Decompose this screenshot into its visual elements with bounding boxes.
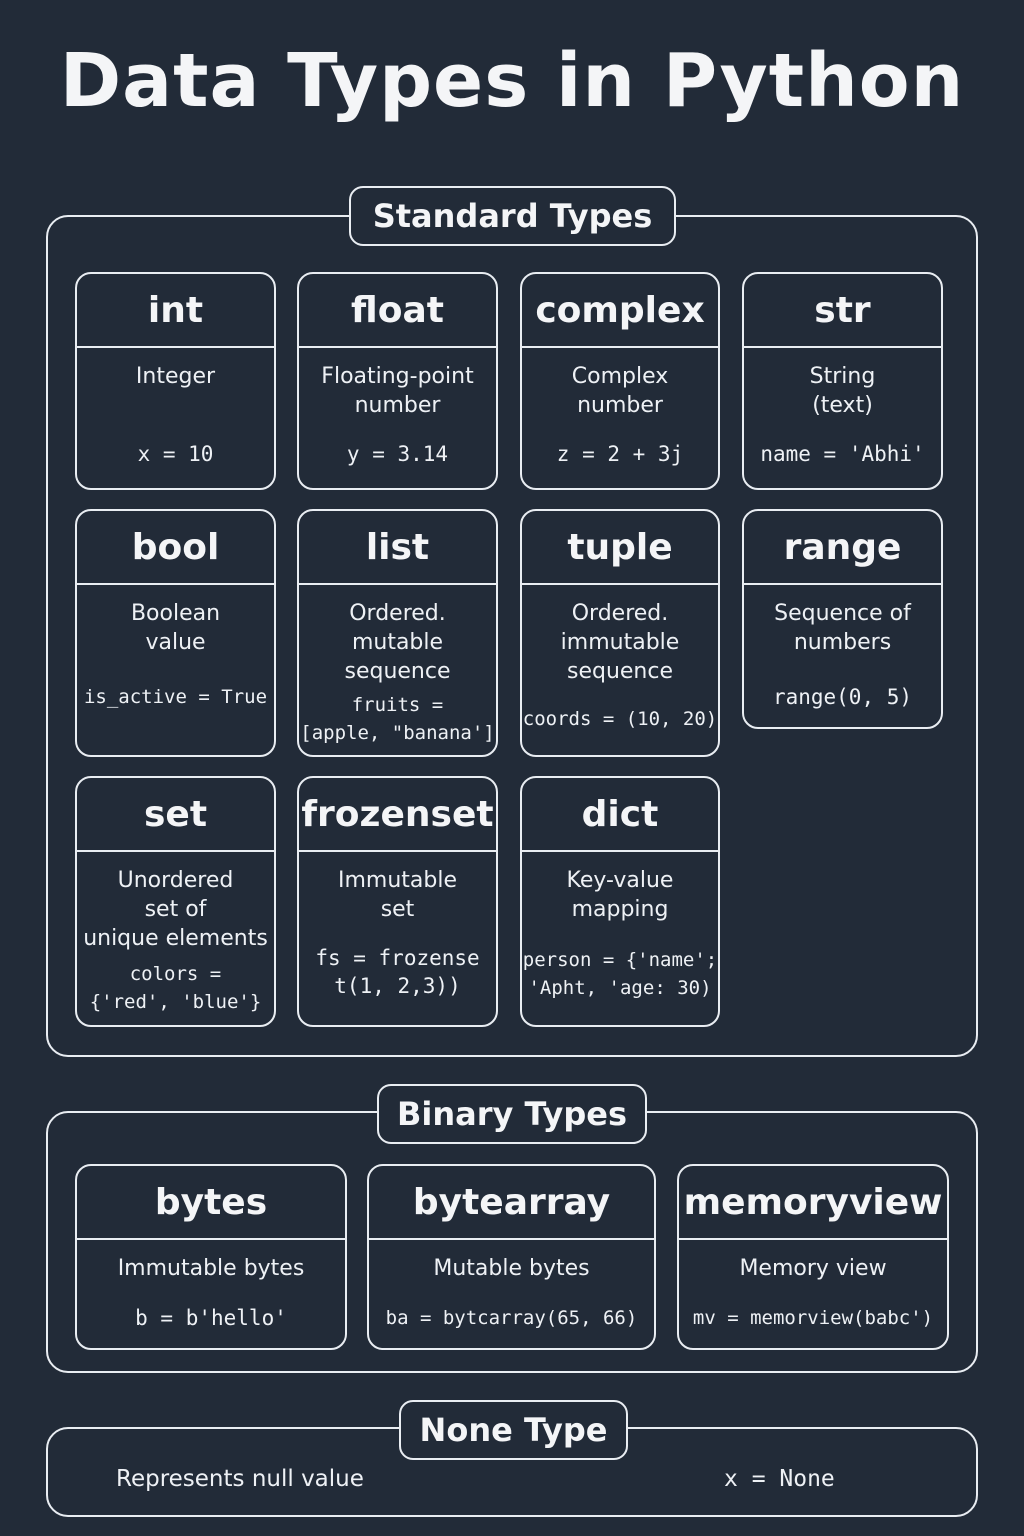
- type-name: bytes: [77, 1166, 345, 1240]
- type-description: Sequence of numbers: [774, 601, 911, 655]
- type-example: person = {'name'; 'Apht, 'age: 30): [522, 949, 718, 999]
- type-card-range: range Sequence of numbers range(0, 5): [742, 509, 943, 729]
- type-description: String (text): [809, 364, 876, 418]
- type-example: fs = frozense t(1, 2,3)): [315, 946, 480, 998]
- type-card-bool: bool Boolean value is_active = True: [75, 509, 276, 757]
- type-card-dict: dict Key-value mapping person = {'name';…: [520, 776, 720, 1027]
- type-name: bytearray: [369, 1166, 654, 1240]
- type-card-bytes: bytes Immutable bytes b = b'hello': [75, 1164, 347, 1350]
- type-card-memoryview: memoryview Memory view mv = memorview(ba…: [677, 1164, 949, 1350]
- type-description: Ordered. immutable sequence: [560, 601, 680, 684]
- type-example: y = 3.14: [346, 442, 449, 466]
- type-name: frozenset: [299, 778, 496, 852]
- type-description: Unordered set of unique elements: [83, 868, 268, 951]
- type-example: coords = (10, 20): [522, 708, 718, 730]
- standard-types-label: Standard Types: [349, 186, 676, 246]
- type-name: int: [77, 274, 274, 348]
- type-description: Floating-point number: [321, 364, 474, 418]
- type-example: z = 2 + 3j: [556, 442, 684, 466]
- type-card-complex: complex Complex number z = 2 + 3j: [520, 272, 720, 490]
- type-card-float: float Floating-point number y = 3.14: [297, 272, 498, 490]
- type-example: ba = bytcarray(65, 66): [385, 1307, 638, 1329]
- type-example: b = b'hello': [135, 1306, 287, 1330]
- type-card-bytearray: bytearray Mutable bytes ba = bytcarray(6…: [367, 1164, 656, 1350]
- type-example: mv = memorview(babc'): [692, 1307, 934, 1329]
- type-example: name = 'Abhi': [760, 442, 925, 466]
- none-type-example: x = None: [724, 1466, 835, 1492]
- page-title: Data Types in Python: [59, 38, 965, 124]
- type-description: Complex number: [571, 364, 669, 418]
- type-card-tuple: tuple Ordered. immutable sequence coords…: [520, 509, 720, 757]
- type-description: Immutable bytes: [117, 1256, 305, 1281]
- type-card-set: set Unordered set of unique elements col…: [75, 776, 276, 1027]
- type-description: Immutable set: [337, 868, 457, 922]
- type-card-int: int Integer x = 10: [75, 272, 276, 490]
- binary-types-label: Binary Types: [377, 1084, 647, 1144]
- type-card-str: str String (text) name = 'Abhi': [742, 272, 943, 490]
- type-name: dict: [522, 778, 718, 852]
- type-description: Ordered. mutable sequence: [344, 601, 451, 684]
- none-type-label: None Type: [399, 1400, 628, 1460]
- type-example: is_active = True: [83, 686, 268, 708]
- none-type-description: Represents null value: [116, 1466, 364, 1492]
- type-description: Mutable bytes: [433, 1256, 590, 1281]
- type-name: float: [299, 274, 496, 348]
- type-card-frozenset: frozenset Immutable set fs = frozense t(…: [297, 776, 498, 1027]
- type-description: Integer: [135, 364, 216, 389]
- type-card-list: list Ordered. mutable sequence fruits = …: [297, 509, 498, 757]
- type-example: colors = {'red', 'blue'}: [89, 963, 262, 1013]
- type-example: x = 10: [137, 442, 214, 466]
- type-example: range(0, 5): [772, 685, 913, 709]
- type-example: fruits = [apple, "banana']: [300, 694, 495, 744]
- type-name: set: [77, 778, 274, 852]
- type-description: Key-value mapping: [566, 868, 674, 922]
- type-name: memoryview: [679, 1166, 947, 1240]
- type-name: str: [744, 274, 941, 348]
- type-description: Boolean value: [130, 601, 221, 655]
- type-description: Memory view: [739, 1256, 887, 1281]
- type-name: complex: [522, 274, 718, 348]
- type-name: bool: [77, 511, 274, 585]
- type-name: tuple: [522, 511, 718, 585]
- type-name: range: [744, 511, 941, 585]
- type-name: list: [299, 511, 496, 585]
